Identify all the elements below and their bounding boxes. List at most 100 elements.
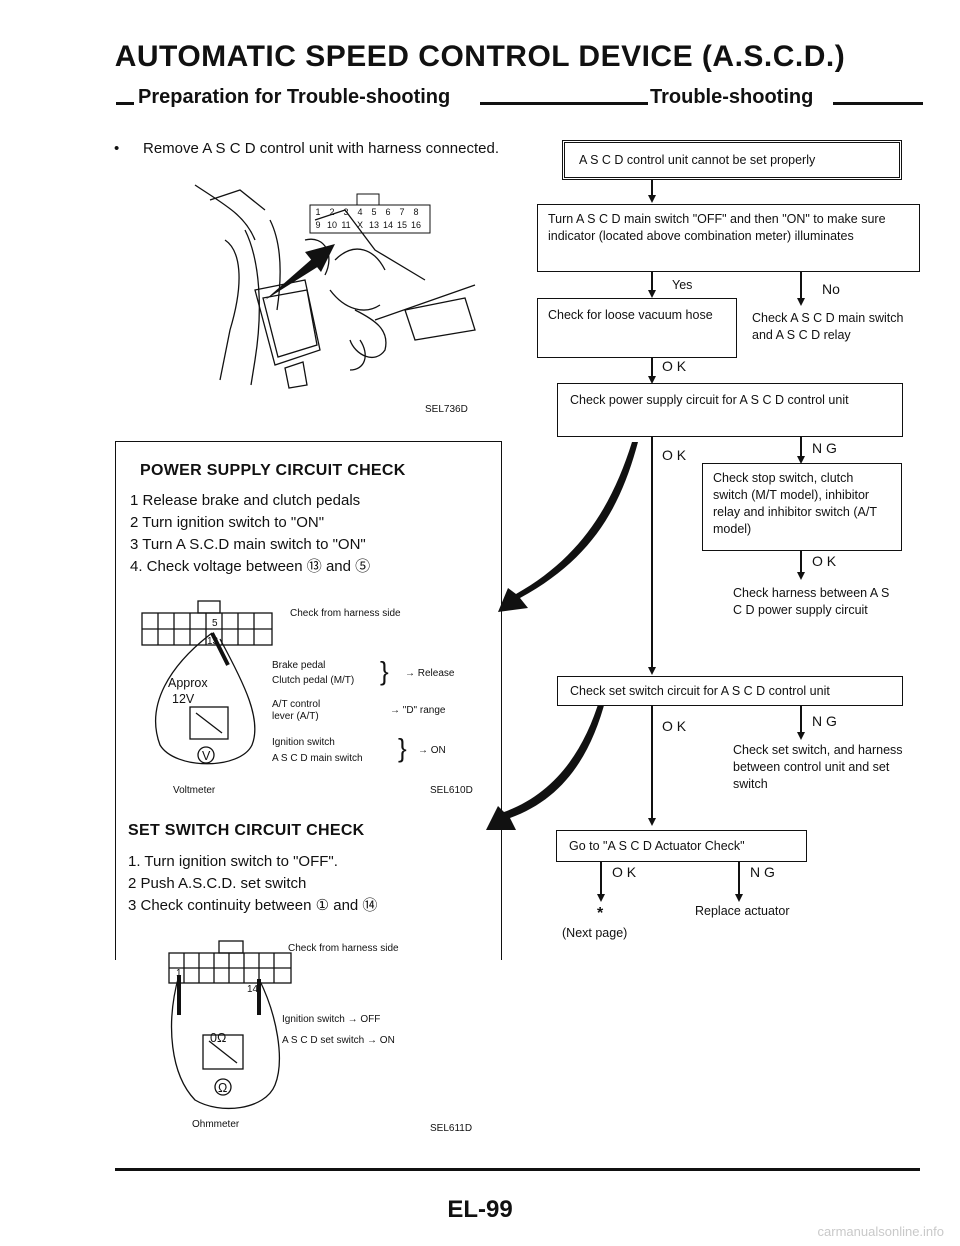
- arrowhead: [797, 298, 805, 306]
- voltmeter-v-symbol: V: [202, 749, 211, 763]
- control-unit-location-illustration: [194, 184, 476, 389]
- arrowhead: [735, 894, 743, 902]
- power-step-2: 2 Turn ignition switch to "ON": [130, 514, 325, 531]
- connector-line: [651, 180, 653, 198]
- cond-ignition: Ignition switch: [272, 737, 335, 748]
- pin: 5: [371, 207, 377, 217]
- set-step-2: 2 Push A.S.C.D. set switch: [128, 875, 307, 892]
- brace-1: }: [380, 656, 389, 686]
- pin: 16: [410, 220, 421, 230]
- arrowhead: [648, 195, 656, 203]
- ok-label: O K: [612, 864, 637, 880]
- connector-pins-bottom-row: 9 10 11 X 13 14 15 16: [311, 219, 423, 232]
- vacuum-hose-box: Check for loose vacuum hose: [537, 298, 737, 358]
- cond-d-range: → "D" range: [390, 705, 446, 716]
- pin-label-5: 5: [212, 618, 218, 629]
- ok-label: O K: [662, 718, 687, 734]
- left-heading-rule-lead: [116, 102, 134, 105]
- ohms-label: 0Ω: [210, 1031, 227, 1045]
- voltage-label: 12V: [172, 692, 195, 706]
- ng-label: N G: [812, 440, 837, 456]
- pin: 13: [368, 220, 379, 230]
- footer-rule: [115, 1168, 920, 1171]
- pin: 2: [329, 207, 335, 217]
- pin: 8: [413, 207, 419, 217]
- star-marker: *: [597, 905, 604, 922]
- preparation-heading: Preparation for Trouble-shooting: [138, 86, 451, 108]
- connector-pins-top-row: 1 2 3 4 5 6 7 8: [311, 206, 423, 219]
- harness-side-note: Check from harness side: [288, 943, 399, 954]
- arrowhead: [797, 456, 805, 464]
- pin: 9: [315, 220, 321, 230]
- figure-code: SEL736D: [425, 404, 468, 415]
- arrowhead: [648, 376, 656, 384]
- yes-label: Yes: [672, 278, 693, 292]
- ng-label: N G: [812, 713, 837, 729]
- arrowhead: [648, 818, 656, 826]
- watermark: carmanualsonline.info: [817, 1224, 944, 1239]
- cond-set-on: A S C D set switch → ON: [282, 1035, 395, 1046]
- connector-line: [651, 706, 653, 818]
- pin: 10: [326, 220, 337, 230]
- set-step-1: 1. Turn ignition switch to "OFF".: [128, 853, 338, 870]
- harness-check-text: Check harness between A S C D power supp…: [733, 586, 890, 617]
- figure-code: SEL610D: [430, 785, 473, 796]
- pin: 4: [357, 207, 363, 217]
- arrowhead: [648, 667, 656, 675]
- no-label: No: [822, 281, 840, 297]
- ohmmeter-diagram: [168, 940, 292, 1110]
- connector-line: [738, 862, 740, 896]
- right-heading-rule: [833, 102, 923, 105]
- connector-pin-grid: 1 2 3 4 5 6 7 8 9 10 11 X 13 14 15 16: [311, 206, 423, 232]
- relay-check-text: Check A S C D main switch and A S C D re…: [752, 311, 904, 342]
- ng-label: N G: [750, 864, 775, 880]
- arrowhead: [648, 290, 656, 298]
- flow-step-indicator-box: Turn A S C D main switch "OFF" and then …: [537, 204, 920, 272]
- connector-line: [800, 437, 802, 459]
- connector-line: [800, 706, 802, 736]
- arrowhead: [797, 732, 805, 740]
- pin: 7: [399, 207, 405, 217]
- stop-switch-box: Check stop switch, clutch switch (M/T mo…: [702, 463, 902, 551]
- cond-ignition-off: Ignition switch → OFF: [282, 1014, 381, 1025]
- prep-bullet-text: Remove A S C D control unit with harness…: [143, 140, 500, 157]
- flow-start-box: A S C D control unit cannot be set prope…: [562, 140, 902, 180]
- ok-label: O K: [662, 358, 687, 374]
- cond-main-switch: A S C D main switch: [272, 753, 363, 764]
- cond-on: → ON: [418, 745, 446, 756]
- set-switch-check-text: Check set switch, and harness between co…: [733, 743, 903, 791]
- connector-line: [800, 551, 802, 575]
- page-number: EL-99: [447, 1196, 513, 1223]
- cond-clutch: Clutch pedal (M/T): [272, 675, 355, 686]
- connector-line: [651, 358, 653, 378]
- connector-line: [600, 862, 602, 896]
- pin: 15: [396, 220, 407, 230]
- actuator-check-box: Go to "A S C D Actuator Check": [556, 830, 807, 862]
- pin: 11: [341, 220, 351, 230]
- pin-label-13: 13: [207, 636, 219, 647]
- power-step-3: 3 Turn A S.C.D main switch to "ON": [130, 536, 366, 553]
- ohmmeter-label: Ohmmeter: [192, 1119, 240, 1130]
- connector-line: [651, 437, 653, 667]
- pin: 14: [382, 220, 393, 230]
- pin: 1: [315, 207, 321, 217]
- cond-at-lever: A/T control: [272, 699, 321, 710]
- arrowhead: [797, 572, 805, 580]
- set-switch-circuit-box: Check set switch circuit for A S C D con…: [557, 676, 903, 706]
- left-heading-rule: [480, 102, 648, 105]
- set-step-3: 3 Check continuity between ① and ⑭: [128, 897, 378, 914]
- troubleshooting-heading: Trouble-shooting: [650, 86, 814, 108]
- pin-label-1: 1: [176, 968, 182, 979]
- pin: 3: [343, 207, 349, 217]
- approx-label: Approx: [168, 676, 208, 690]
- cond-brake: Brake pedal: [272, 660, 326, 671]
- voltmeter-diagram: [141, 600, 273, 765]
- power-step-4: 4. Check voltage between ⑬ and ⑤: [130, 558, 371, 575]
- figure-code: SEL611D: [430, 1123, 473, 1134]
- connector-line: [651, 272, 653, 292]
- cond-at-lever-2: lever (A/T): [272, 711, 319, 722]
- cond-release: → Release: [405, 668, 455, 679]
- brace-2: }: [398, 733, 407, 763]
- bullet-marker: •: [114, 140, 120, 157]
- pin-label-14: 14: [247, 984, 259, 995]
